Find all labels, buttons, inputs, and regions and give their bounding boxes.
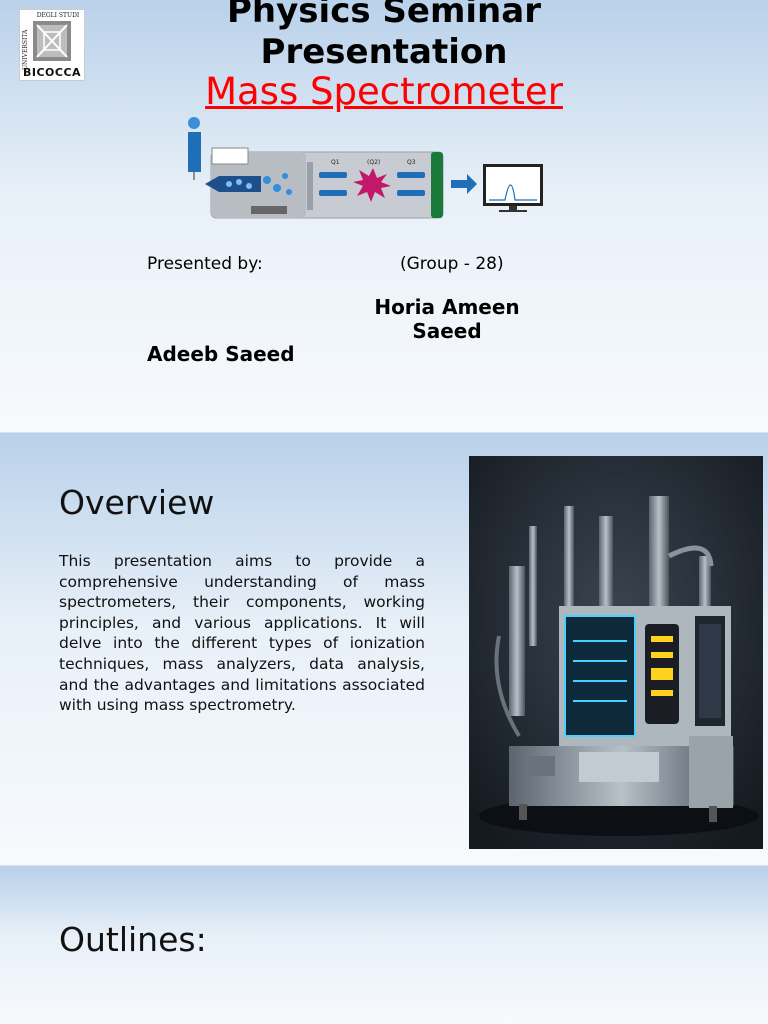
q3-label: Q3 (407, 159, 416, 166)
collision-cell-icon (353, 168, 391, 202)
output-arrow-icon (451, 174, 477, 194)
presenter-name-1: Horia Ameen Saeed (374, 295, 520, 343)
ion-source-label-box (211, 147, 249, 165)
q1-label: Q1 (331, 159, 340, 166)
overview-body: This presentation aims to provide a comp… (59, 552, 425, 715)
outlines-title: Outlines: (59, 920, 207, 959)
group-label: (Group - 28) (400, 254, 504, 274)
heater-bar (251, 206, 287, 214)
subtitle: Mass Spectrometer (205, 70, 563, 113)
outlines-slide: Outlines: (0, 866, 768, 1024)
university-logo: DEGLI STUDI UNIVERSITÀ BICOCCA (19, 9, 85, 81)
mass-spectrometer-diagram: Q1 (Q2) Q3 (188, 117, 543, 219)
title-slide: DEGLI STUDI UNIVERSITÀ BICOCCA Physics S… (0, 0, 768, 432)
title-line-2: Presentation (260, 32, 508, 72)
inlet-tube (188, 132, 201, 172)
logo-arc-text: DEGLI STUDI (36, 12, 80, 19)
q2-label: (Q2) (367, 159, 380, 166)
mass-spectrometer-machine-image (469, 456, 763, 849)
overview-title: Overview (59, 483, 215, 522)
overview-slide: Overview This presentation aims to provi… (0, 433, 768, 865)
presented-by-label: Presented by: (147, 254, 263, 274)
logo-emblem-icon (33, 21, 71, 61)
presenter-name-2: Adeeb Saeed (147, 342, 295, 366)
title-line-1: Physics Seminar (227, 0, 541, 31)
source-globe-icon (188, 117, 200, 129)
logo-wordmark: BICOCCA (22, 66, 82, 79)
detector-bar (431, 152, 443, 218)
